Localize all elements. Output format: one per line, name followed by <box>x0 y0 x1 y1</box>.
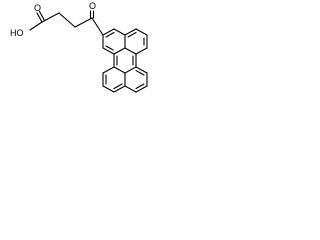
ring-b-inner-1 <box>127 31 137 38</box>
chemical-structure: O HO O <box>10 1 148 93</box>
ring-a-bond-5 <box>102 47 115 55</box>
ring-b-bond-2 <box>135 28 148 36</box>
carboxylic-acid-group: O HO <box>10 3 46 38</box>
ring-b-bond-5 <box>124 47 137 55</box>
ring-a-bond-2 <box>113 28 126 36</box>
ring-a-bond-4 <box>113 47 126 55</box>
ring-c-bond-3 <box>124 66 137 74</box>
bond-c1-o1-double <box>38 10 46 22</box>
ring-d-bond-4 <box>113 85 126 93</box>
ring-e-bond-3 <box>135 85 148 93</box>
ring-b-bond-1 <box>124 28 137 36</box>
ring-d-inner-2 <box>113 83 123 90</box>
bond-c3-c4 <box>74 17 93 28</box>
ring-d-bond-3 <box>102 85 115 93</box>
pyrene-ring-c <box>113 53 137 74</box>
ring-d-bond-1 <box>102 66 115 74</box>
pyrene-ring-e <box>124 66 148 93</box>
ring-a-bond-1 <box>102 28 115 36</box>
pyrene-ring-d <box>102 66 126 93</box>
ring-a-inner-1 <box>105 31 115 38</box>
ring-e-inner-1 <box>135 69 145 76</box>
bond-c1-c2 <box>41 12 60 23</box>
acid-carbonyl-oxygen-label: O <box>34 3 41 13</box>
bond-c2-c3 <box>58 12 76 28</box>
pyrene-core <box>102 28 148 93</box>
ring-c-bond-2 <box>113 66 126 74</box>
ring-e-bond-1 <box>135 66 148 74</box>
hydroxyl-label: HO <box>10 28 24 38</box>
ring-e-bond-4 <box>124 85 137 93</box>
pyrene-ring-a <box>102 28 126 55</box>
bond-c4-ring <box>91 17 104 36</box>
ring-e-inner-2 <box>135 83 145 90</box>
bond-c1-oh <box>29 21 43 31</box>
ring-b-bond-4 <box>135 47 148 55</box>
ketone-oxygen-label: O <box>89 1 96 11</box>
alkyl-chain: O <box>41 1 104 36</box>
ring-a-inner-2 <box>105 45 114 51</box>
pyrene-ring-b <box>124 28 148 55</box>
bond-c1-o1 <box>36 12 43 23</box>
